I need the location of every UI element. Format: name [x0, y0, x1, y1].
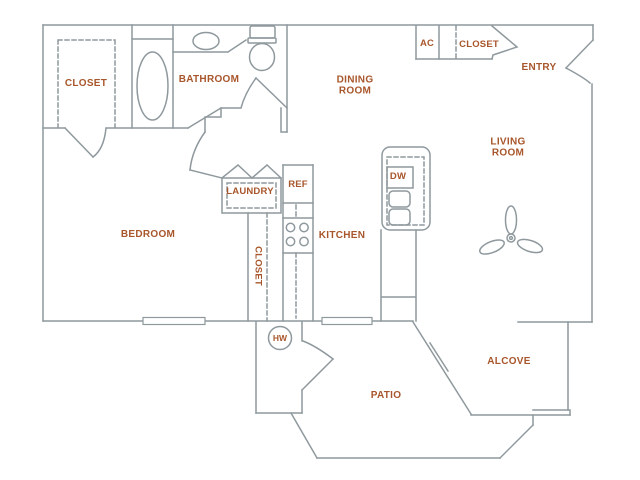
- bedroom-closet: [42, 39, 189, 159]
- ac-closet-walls: [415, 24, 519, 60]
- room-label-dining-room: DINING ROOM: [336, 74, 374, 96]
- label-dishwasher: DW: [389, 170, 407, 182]
- kitchen-island: [380, 146, 431, 322]
- bifold-door-icon: [250, 163, 283, 180]
- refrigerator-box: [282, 164, 314, 204]
- room-label-kitchen-closet: CLOSET: [252, 246, 264, 286]
- bathtub-icon: [136, 51, 169, 121]
- room-label-patio: PATIO: [370, 389, 402, 401]
- room-label-entry: ENTRY: [521, 61, 557, 73]
- stove-icon: [282, 217, 314, 254]
- dishwasher-box: [386, 166, 414, 189]
- bathroom-door-arc: [240, 76, 289, 110]
- label-ac-unit: AC: [419, 37, 435, 49]
- water-heater-closet: [255, 321, 335, 414]
- room-label-entry-closet: CLOSET: [459, 38, 499, 50]
- exterior-walls: [42, 24, 594, 323]
- ceiling-fan-icon: [479, 205, 544, 255]
- label-water-heater: HW: [272, 332, 288, 343]
- label-laundry: LAUNDRY: [226, 185, 274, 197]
- window: [142, 316, 373, 326]
- label-refrigerator: REF: [288, 178, 308, 190]
- kitchen-closet-walls: [247, 212, 268, 322]
- bathroom-sink-icon: [172, 31, 248, 54]
- bifold-door-icon: [220, 164, 254, 180]
- water-heater-icon: [267, 325, 293, 351]
- patio-walls: [289, 320, 571, 460]
- patio-door-icon: [411, 320, 473, 416]
- room-label-bedroom-closet: CLOSET: [64, 77, 108, 89]
- toilet-icon: [247, 25, 277, 72]
- entry-door-arc: [564, 38, 595, 85]
- hall-door-arc: [189, 130, 223, 179]
- bedroom-closet-door-arc: [63, 126, 107, 159]
- room-label-living-room: LIVING ROOM: [490, 136, 526, 158]
- room-label-bedroom: BEDROOM: [120, 228, 176, 240]
- room-label-kitchen: KITCHEN: [318, 229, 366, 241]
- bathroom-walls: [131, 24, 288, 133]
- hw-door-arc: [300, 340, 335, 392]
- room-label-bathroom: BATHROOM: [178, 73, 240, 85]
- laundry-closet: [220, 163, 283, 214]
- kitchen-counter-walls: [282, 164, 314, 322]
- entry-closet-door-arc: [490, 24, 519, 60]
- kitchen-sink-icon: [388, 190, 411, 226]
- room-label-alcove: ALCOVE: [487, 355, 531, 367]
